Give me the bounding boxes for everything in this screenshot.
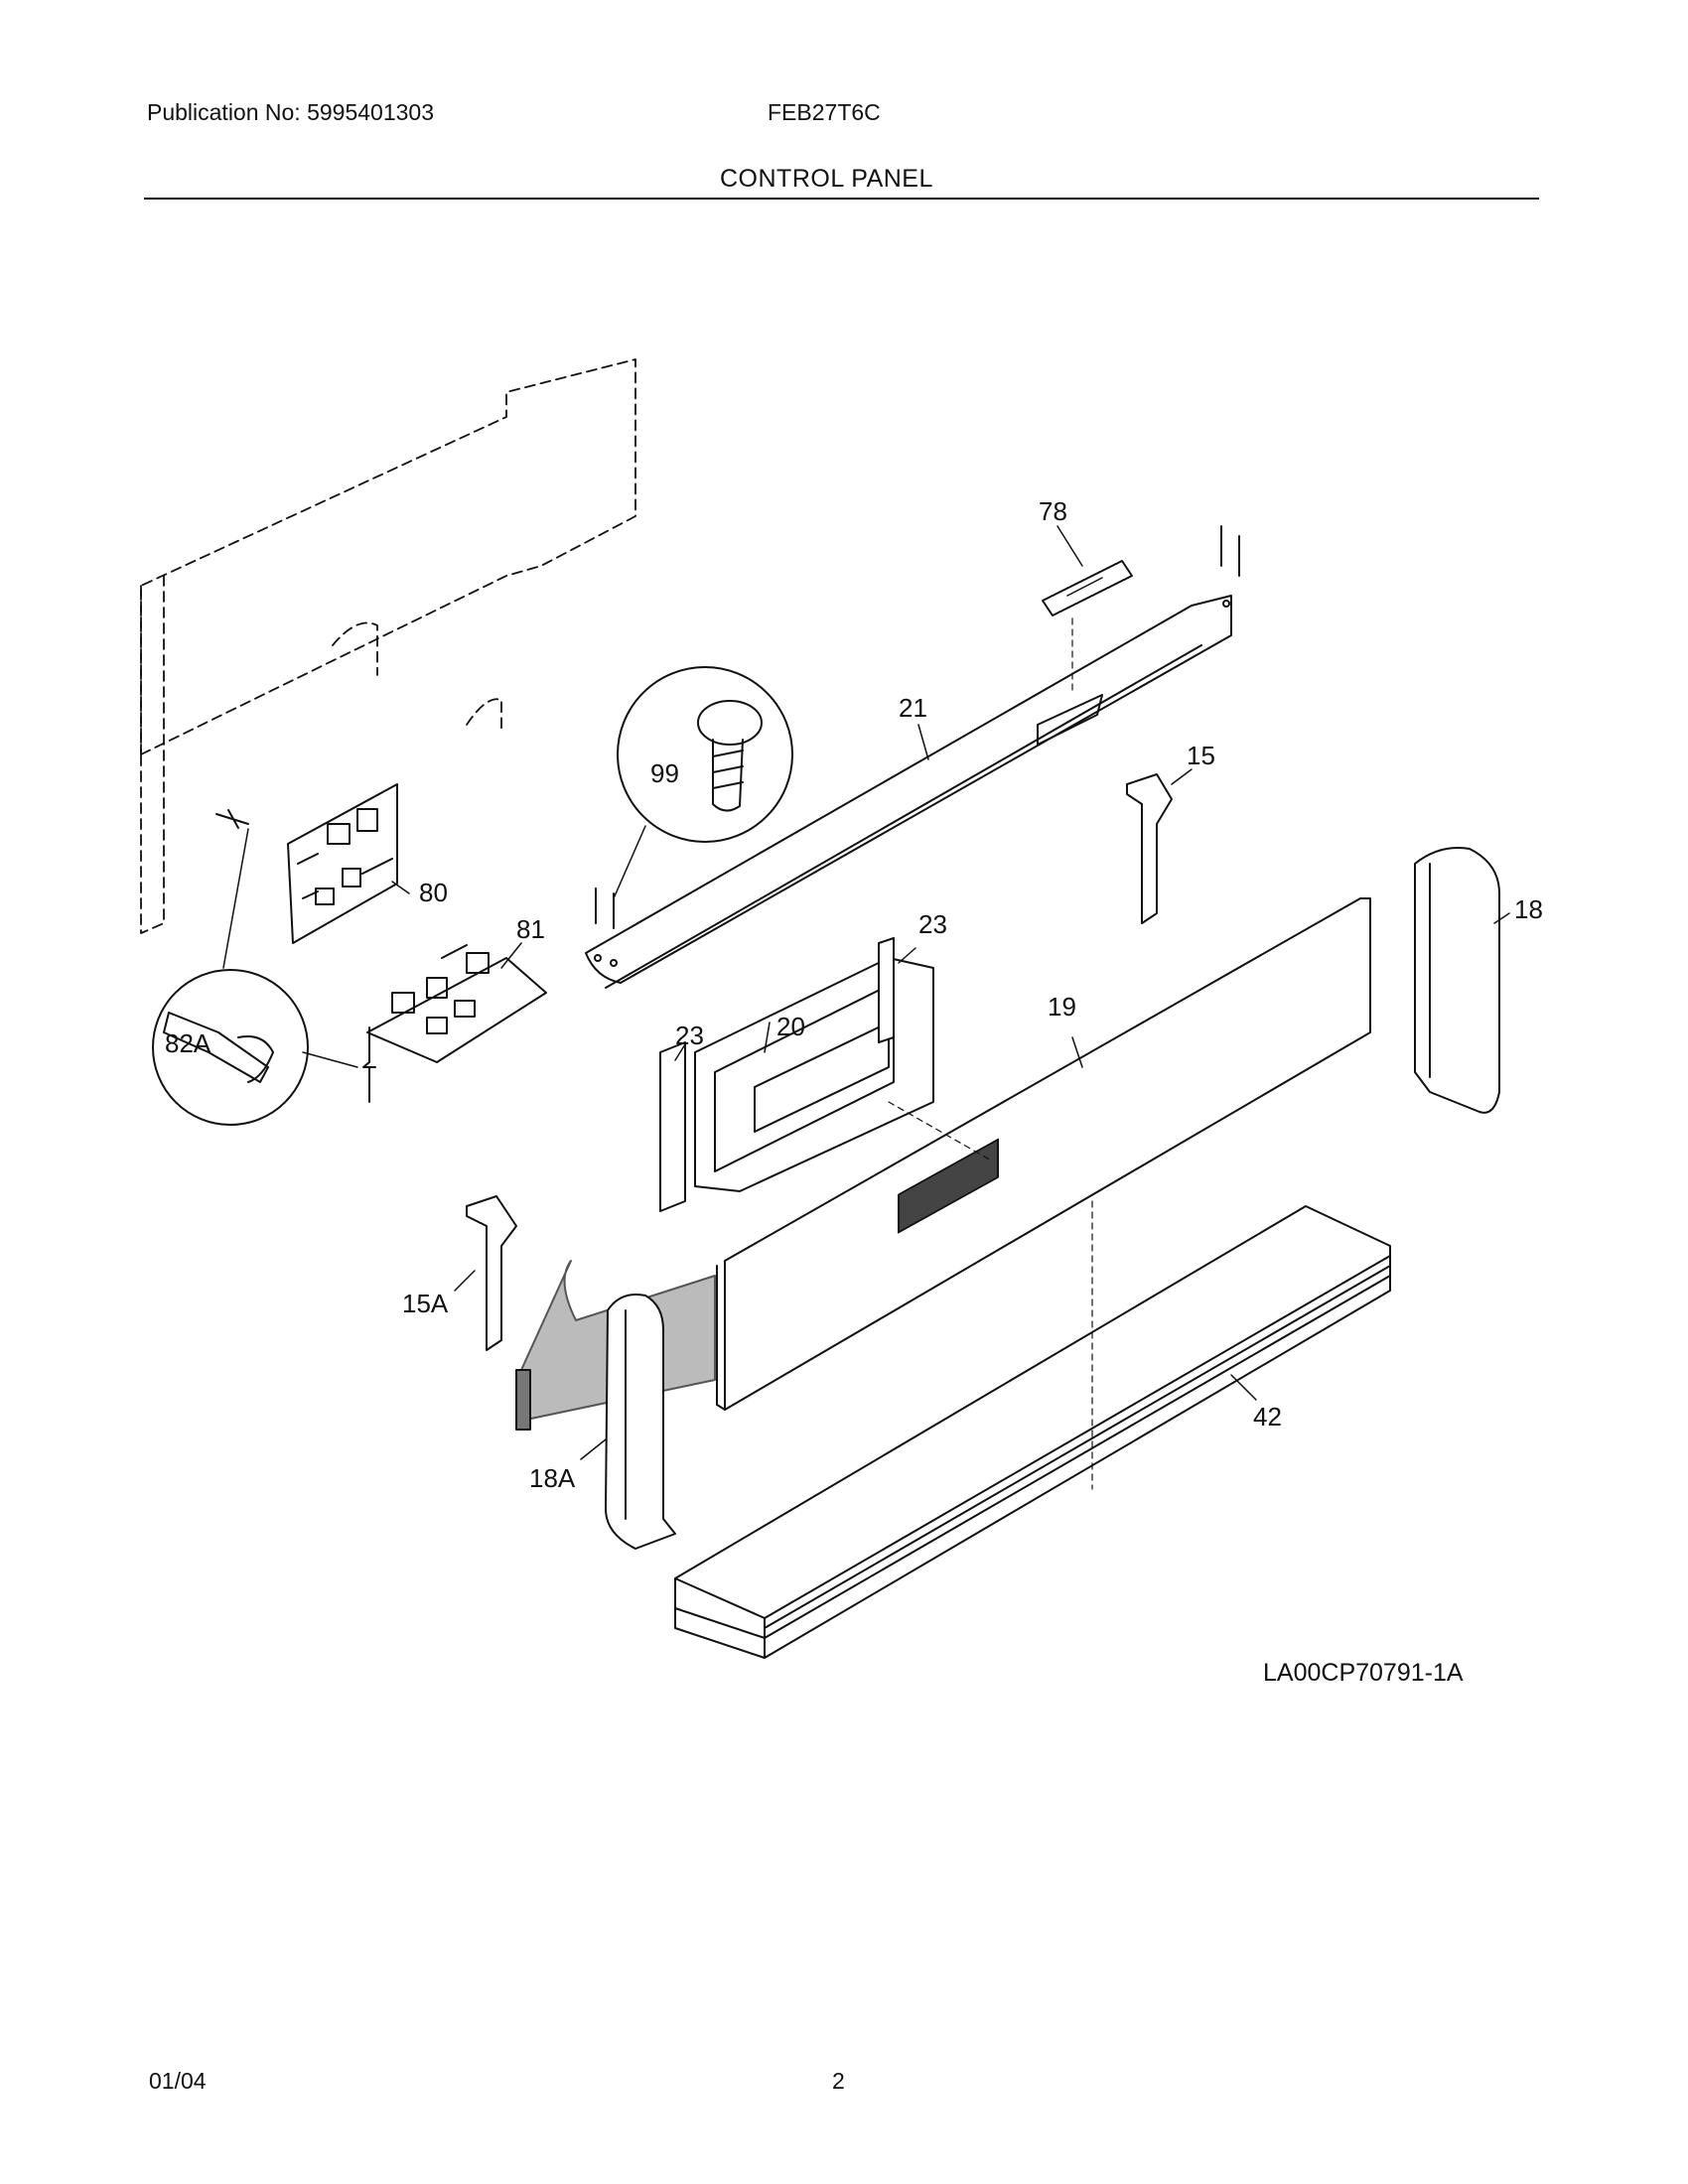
detail-99-screw [613,666,793,899]
diagram-reference-code: LA00CP70791-1A [1263,1659,1464,1687]
model-number: FEB27T6C [768,99,881,125]
part-78-clip [1042,560,1133,696]
standoff-pin-upper [215,809,249,829]
label-82A: 82A [165,1028,211,1058]
label-18A: 18A [529,1463,576,1493]
part-23-bracket-left [659,1041,686,1212]
part-15A-bracket [466,1195,517,1351]
label-23-left: 23 [675,1021,704,1050]
section-title: CONTROL PANEL [720,165,933,193]
lower-screws [595,887,615,929]
header-rule [144,198,1539,200]
page-number: 2 [832,2068,845,2094]
label-19: 19 [1048,992,1076,1022]
part-labels: 78 21 99 15 80 81 23 18 82A 20 19 23 15A… [165,496,1543,1687]
label-81: 81 [516,914,545,944]
part-15-bracket [1126,773,1173,924]
label-20: 20 [776,1012,805,1041]
leader-lines [391,525,1510,1460]
part-81-relay-board [366,944,547,1063]
label-80: 80 [419,878,448,907]
part-42-lower-trim [674,1200,1391,1659]
rear-panel-outline [140,358,636,934]
label-21: 21 [899,693,927,723]
footer-date: 01/04 [149,2068,207,2094]
standoff-pin-lower [362,1026,376,1103]
label-42: 42 [1253,1402,1282,1432]
label-23-right: 23 [918,909,947,939]
part-80-control-board [287,783,398,944]
upper-screws [1220,525,1240,577]
detail-82A-standoff [152,828,358,1126]
publication-number: Publication No: 5995401303 [147,99,435,125]
part-18A-end-cap-left [605,1294,676,1550]
label-15: 15 [1187,741,1215,770]
part-18-end-cap-right [1414,847,1500,1114]
part-23-bracket-right [878,937,895,1043]
label-15A: 15A [402,1289,449,1318]
label-99: 99 [650,758,679,788]
part-21-control-panel-trim [585,595,1232,989]
label-78: 78 [1039,496,1067,526]
label-18: 18 [1514,894,1543,924]
part-19-panel [716,897,1371,1411]
